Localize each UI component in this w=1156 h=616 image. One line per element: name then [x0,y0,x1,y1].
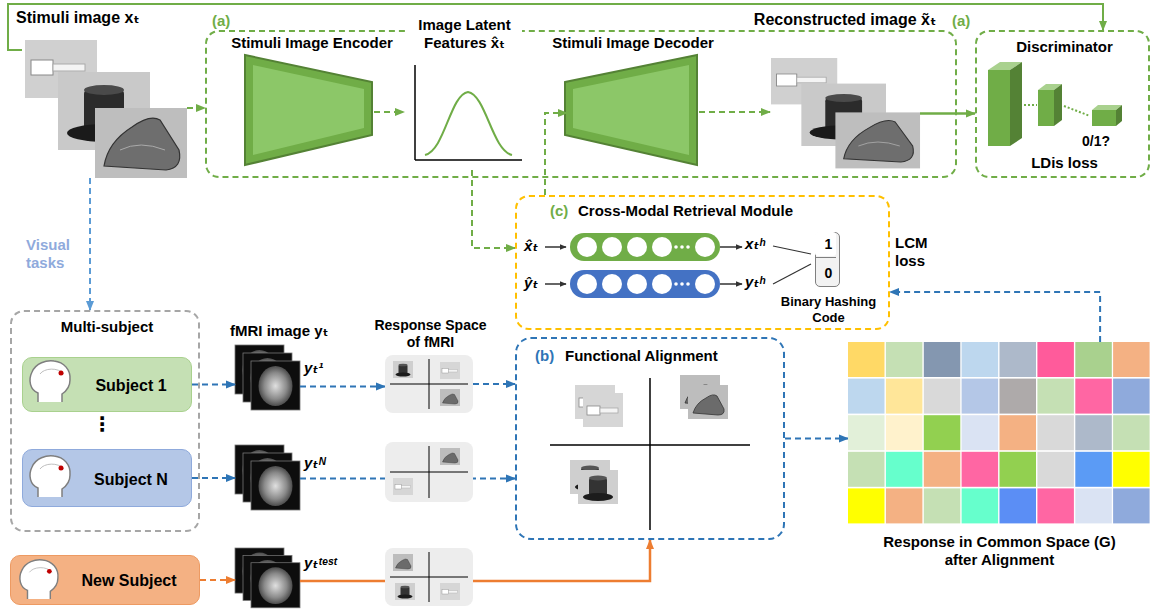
node-text: yₜ¹ [304,359,344,377]
node-heading: Stimuli Image Encoder [224,34,400,52]
node-heading: Subject 1 [75,376,187,395]
connector [785,438,848,440]
node-heading: (a) [212,12,242,30]
connector [699,111,770,113]
node-text: Discriminator [977,38,1152,56]
node-text: LDis loss [1007,154,1122,172]
node-heading: Stimuli Image Decoder [545,34,721,52]
edge-label: Visual tasks [26,236,84,272]
label-text: x̂ₜ [524,237,546,255]
label-text: ⋮ [92,412,112,436]
node-heading: Image Latent Features x̂ₜ [407,16,522,52]
connector [300,540,650,581]
group-box: (a)Stimuli Image EncoderImage Latent Fea… [205,30,957,178]
node-heading: Response Space of fMRI [368,317,493,351]
node-heading: Stimuli image xₜ [16,8,201,27]
node-heading: (c) [550,202,580,220]
connector [300,386,385,388]
fmri-stack: yₜᵗᵉˢᵗ [235,548,300,608]
connector [920,112,975,115]
label-text: LCM loss [895,234,943,270]
hash-code-box: 10Binary Hashing Code [815,232,840,287]
connector [890,292,1100,342]
fmri-stack: yₜᴺ [235,445,300,512]
node-heading: Reconstructed image x̃ₜ [740,10,950,29]
node-heading: fMRI image yₜ [230,322,360,340]
label-text: yₜʰ [745,273,773,291]
node-heading: Subject N [75,470,187,489]
node-text: 0/1? [1082,133,1138,150]
connector [472,170,515,248]
image-stack: Reconstructed image x̃ₜ [770,64,920,174]
connector [374,111,404,113]
node-heading: Response in Common Space (G) after Align… [878,533,1121,569]
connector [187,107,205,109]
node-text: 0 [816,265,841,282]
connector [89,178,91,310]
encoder-box: Stimuli Image Encoder [247,57,374,167]
alignment-box: (b)Functional Alignment [515,337,785,540]
connector [545,113,567,195]
node-heading: (a) [952,12,980,30]
image-stack: Stimuli image xₜ [22,38,187,178]
module-box: (c)Cross-Modal Retrieval Module 1 0Binary … [515,195,890,330]
decoder-box: Stimuli Image Decoder [567,57,699,167]
node-heading: yₜᴺ [304,454,344,472]
discriminator-box: (a)Discriminator0/1?LDis loss [975,30,1150,178]
node-text: Cross-Modal Retrieval Module [578,202,858,220]
connector [200,579,235,581]
node-heading: Multi-subject [12,318,202,336]
label-text: xₜʰ [745,235,773,253]
node-heading: New Subject [63,571,195,590]
label-text: ŷₜ [524,274,546,292]
node-text: Binary Hashing Code [769,294,888,325]
connector [473,383,515,385]
latent-features: Image Latent Features x̂ₜ [404,62,524,170]
fmri-stack: fMRI image yₜyₜ¹ [235,345,300,412]
node-heading: yₜᵗᵉˢᵗ [304,554,354,572]
node-heading: (b) [535,347,565,365]
node-heading: 1 [816,236,841,253]
node-text: Functional Alignment [565,347,765,365]
